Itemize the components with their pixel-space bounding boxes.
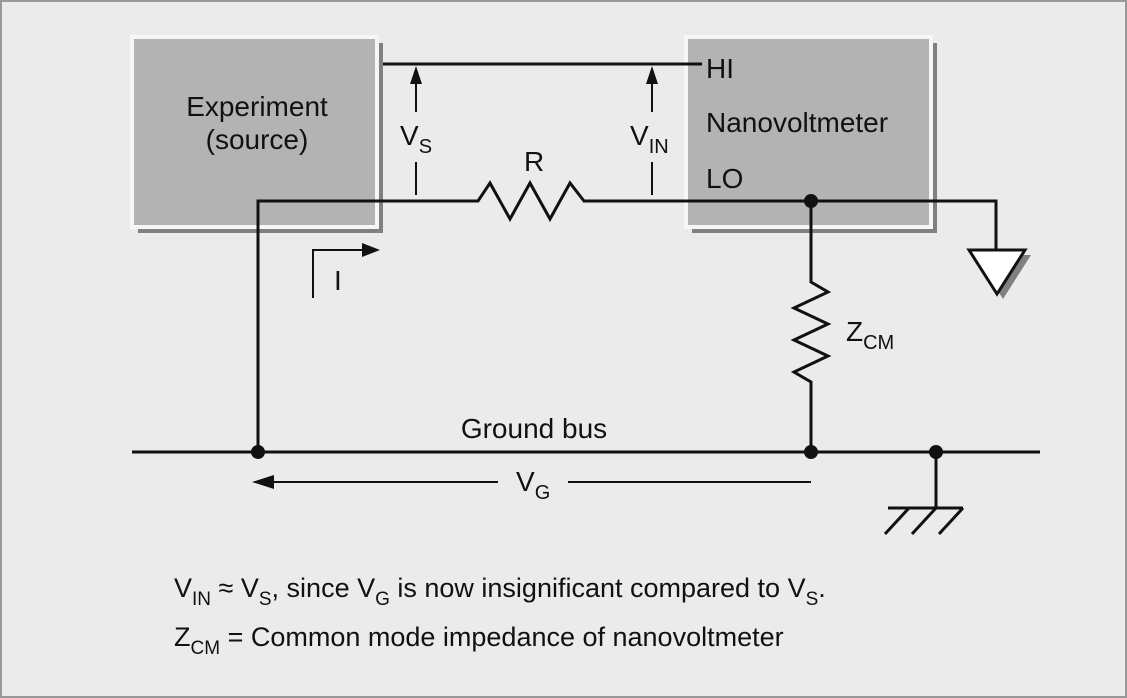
chassis-ground-icon bbox=[966, 248, 1028, 297]
zcm-label: ZCM bbox=[846, 316, 894, 354]
source-box-body bbox=[130, 35, 379, 229]
vin-label: VIN bbox=[630, 120, 669, 158]
earth-ground-icon bbox=[883, 452, 965, 536]
resistor-label: R bbox=[524, 146, 544, 177]
ground-junction-dot-right bbox=[804, 445, 818, 459]
vin-arrow bbox=[646, 66, 658, 195]
lo-junction-dot bbox=[804, 194, 818, 208]
current-arrow bbox=[312, 243, 380, 298]
current-label: I bbox=[334, 265, 342, 296]
source-label-line1: Experiment bbox=[186, 91, 328, 122]
lo-wire-with-resistor bbox=[256, 179, 811, 452]
meter-name-label: Nanovoltmeter bbox=[706, 107, 888, 138]
source-label-line2: (source) bbox=[206, 124, 309, 155]
vs-arrow bbox=[410, 66, 422, 195]
meter-hi-label: HI bbox=[706, 53, 734, 84]
earth-junction-dot bbox=[929, 445, 943, 459]
chassis-ground-wire bbox=[811, 199, 998, 250]
ground-junction-dot-left bbox=[251, 445, 265, 459]
caption-line1: VIN ≈ VS, since VG is now insignificant … bbox=[174, 573, 826, 610]
vs-label: VS bbox=[400, 120, 432, 158]
caption-line2: ZCM = Common mode impedance of nanovoltm… bbox=[174, 622, 784, 659]
zcm-impedance bbox=[790, 201, 832, 452]
meter-lo-label: LO bbox=[706, 163, 743, 194]
vg-label: VG bbox=[516, 466, 550, 504]
vg-arrow bbox=[252, 475, 811, 489]
ground-bus-label: Ground bus bbox=[461, 413, 607, 444]
